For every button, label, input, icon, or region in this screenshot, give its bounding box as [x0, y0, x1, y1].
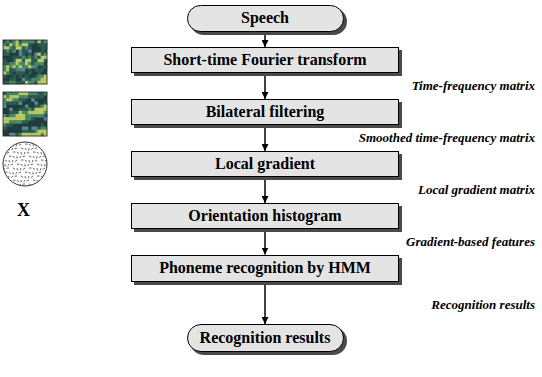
process-box: Short-time Fourier transform: [131, 47, 399, 73]
node-text: Speech: [241, 9, 289, 27]
edge-label: Time-frequency matrix: [411, 78, 536, 94]
node-text: Local gradient: [215, 155, 315, 173]
node-text: Orientation histogram: [188, 207, 341, 225]
flow-arrow: [264, 32, 266, 48]
flow-arrow: [264, 73, 266, 99]
figure-label: X: [17, 200, 30, 221]
edge-label: Recognition results: [430, 297, 536, 313]
node-text: Recognition results: [200, 329, 331, 347]
flow-arrow: [264, 177, 266, 203]
edge-label: Gradient-based features: [405, 234, 536, 250]
process-box: Local gradient: [131, 151, 399, 177]
gradient-orientation-image: [3, 142, 48, 186]
process-box: Orientation histogram: [131, 203, 399, 229]
flow-arrow: [264, 125, 266, 151]
edge-label: Local gradient matrix: [417, 182, 536, 198]
flow-arrow: [264, 282, 266, 325]
terminal-pill: Speech: [187, 5, 344, 32]
smoothed-spectrogram-image: [3, 92, 47, 136]
node-text: Phoneme recognition by HMM: [159, 259, 371, 277]
process-box: Phoneme recognition by HMM: [131, 255, 399, 282]
node-text: Short-time Fourier transform: [163, 51, 366, 69]
spectrogram-image: [3, 40, 47, 84]
node-text: Bilateral filtering: [206, 103, 325, 121]
process-box: Bilateral filtering: [131, 99, 399, 125]
edge-label: Smoothed time-frequency matrix: [358, 130, 536, 146]
terminal-pill: Recognition results: [187, 324, 344, 352]
flow-arrow: [264, 229, 266, 255]
